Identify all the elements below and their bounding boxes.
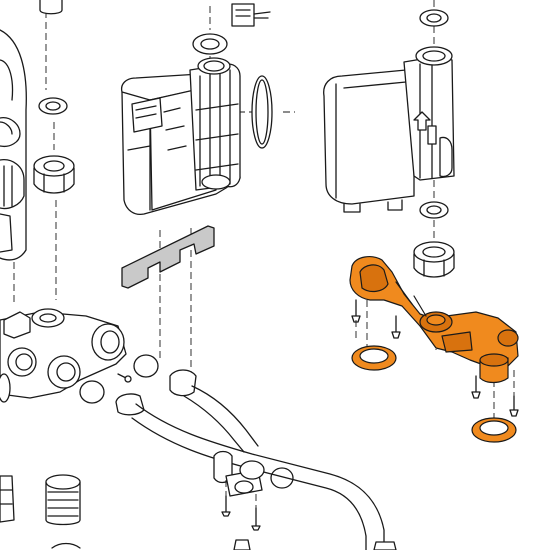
o-ring [251,75,273,149]
hex-nut-left [33,155,75,194]
o-ring-small-2 [79,380,105,404]
clip-small [270,467,294,489]
pump-left [120,57,241,216]
screw-orange-4 [509,395,519,417]
bypass-pipe-bracket [349,256,519,384]
pump-right [323,46,455,213]
cap-top [39,0,63,15]
pipe-lower [115,369,385,550]
screw-orange-1 [351,299,361,323]
washer-pump-left-top [192,33,228,55]
seal-ring-right [471,417,517,443]
fitting-bottom-left [0,475,15,523]
bottom-edge-parts [51,539,397,550]
nipple-bottom [45,474,81,526]
screw-small [117,373,132,383]
hex-nut-right [413,241,455,278]
o-ring-small-1 [133,354,159,378]
screw-bottom-1 [221,495,231,517]
screw-orange-3 [471,375,481,399]
retaining-clip [121,225,215,289]
washer-right-mid [419,201,449,219]
seal-ring-left [351,345,397,371]
screw-orange-2 [391,315,401,339]
washer-right-top [419,9,449,27]
electric-connector [231,3,271,27]
manifold-left [0,308,127,403]
washer-top-left [38,97,68,115]
left-housing [0,29,27,261]
screw-bottom-2 [251,507,261,531]
